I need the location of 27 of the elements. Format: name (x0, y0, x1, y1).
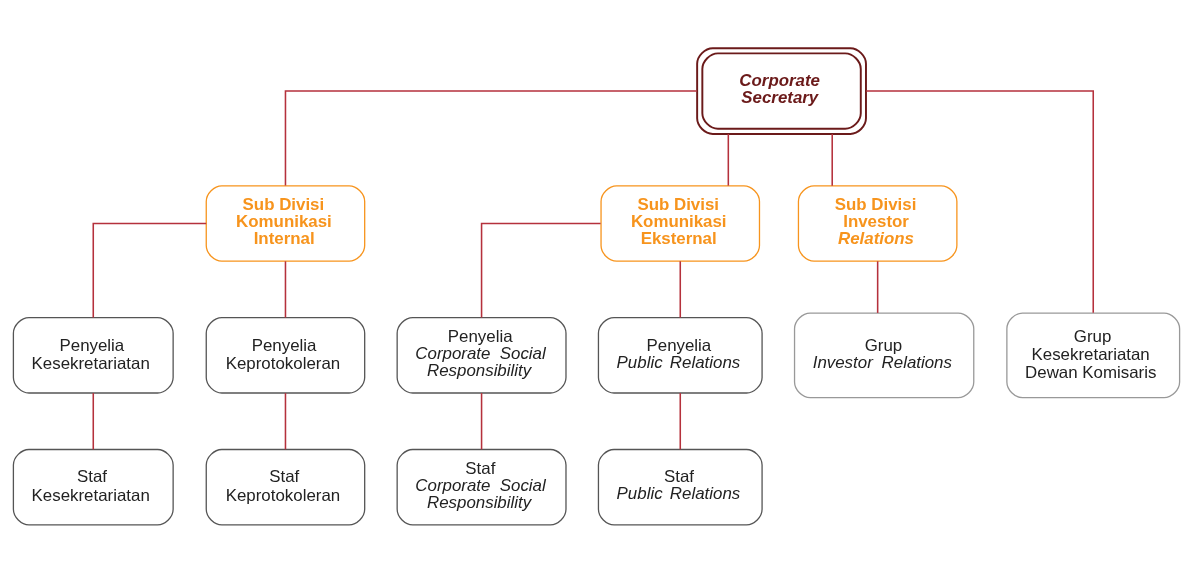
node-box: Grup Kesekretariatan Dewan Komisaris (1006, 312, 1181, 399)
connector (831, 133, 833, 187)
node-box: Sub Divisi Investor Relations (797, 185, 958, 262)
node-box: Staf Corporate Social Responsibility (396, 448, 567, 526)
connector (876, 260, 879, 314)
node-box: Sub Divisi Komunikasi Internal (205, 185, 366, 262)
connector (284, 392, 287, 451)
connector (92, 222, 207, 319)
node-box: Penyelia Corporate Social Responsibility (396, 317, 567, 394)
connector (865, 90, 1094, 314)
node-box: Penyelia Public Relations (597, 317, 763, 394)
node-box: Staf Kesekretariatan (12, 448, 174, 526)
node-box: Penyelia Kesekretariatan (12, 317, 174, 394)
node-box: Corporate Secretary (696, 47, 867, 135)
node-box: Grup Investor Relations (793, 312, 975, 399)
connector (284, 260, 287, 319)
connector (679, 392, 682, 451)
connector (727, 133, 730, 187)
connector (679, 260, 682, 319)
node-box: Staf Public Relations (597, 448, 763, 526)
connector (480, 222, 602, 319)
node-box: Staf Keprotokoleran (205, 448, 366, 526)
node-box: Sub Divisi Komunikasi Eksternal (600, 185, 761, 262)
connector (92, 392, 95, 451)
connector (480, 392, 483, 451)
node-box: Penyelia Keprotokoleran (205, 317, 366, 394)
connector (284, 90, 698, 187)
